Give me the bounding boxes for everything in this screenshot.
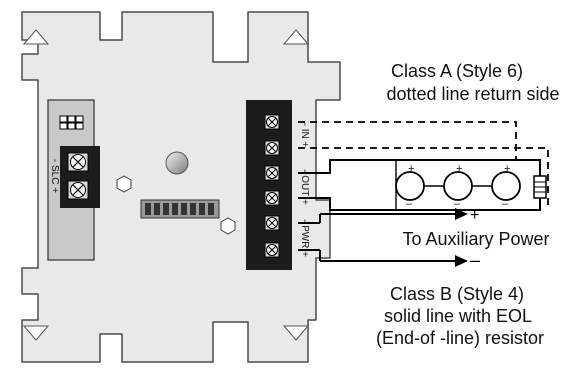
terminal-label-strip [292, 100, 308, 270]
terminal-screw-icon [264, 140, 280, 156]
resistor-bands [534, 181, 546, 193]
class-b-solid-wiring [298, 159, 541, 261]
plus-mark: + [504, 163, 510, 175]
minus-mark: – [454, 198, 461, 210]
class-a-dashed-wiring [298, 121, 549, 210]
slc-screw-icon [67, 152, 89, 172]
aux-power-label: To Auxiliary Power [402, 229, 550, 249]
slc-pin-header [59, 115, 84, 130]
class-a-title: Class A (Style 6) [390, 61, 524, 81]
terminal-screw-icon [264, 114, 280, 130]
plate-notch [22, 325, 50, 341]
dip-switch [140, 199, 220, 219]
terminal-screw-icon [264, 165, 280, 181]
appliance-links [395, 160, 492, 210]
led-icon [165, 151, 189, 175]
hex-standoff-icon [116, 175, 132, 193]
notification-appliance-icon [491, 171, 521, 201]
slc-screw-icon [67, 180, 89, 200]
terminal-screw-icon [264, 242, 280, 258]
minus-mark: – [502, 198, 509, 210]
class-b-title: Class B (Style 4) [389, 284, 525, 304]
aux-minus-mark: – [470, 250, 480, 270]
aux-plus-mark: + [470, 207, 479, 224]
terminal-screw-icon [264, 215, 280, 231]
slc-label: - SLC + [49, 159, 60, 193]
in-terminal-label: - IN + [299, 123, 310, 148]
out-terminal-label: - OUT + [299, 169, 310, 205]
pwr-terminal-label: - PWR + [299, 219, 310, 257]
class-a-subtitle: dotted line return side [386, 84, 560, 104]
notification-appliance-icon [443, 171, 473, 201]
minus-mark: – [406, 198, 413, 210]
hex-standoff-icon [220, 217, 236, 235]
plate-notch [282, 325, 310, 341]
mounting-plate [21, 11, 341, 363]
aux-power-arrow-icon [320, 208, 468, 267]
plus-mark: + [408, 163, 414, 175]
class-b-line3: (End-of -line) resistor [375, 328, 545, 348]
plate-notch [282, 29, 310, 45]
terminal-screw-icon [264, 190, 280, 206]
plate-notch [22, 29, 50, 45]
plus-mark: + [456, 163, 462, 175]
notification-appliance-icon [395, 171, 425, 201]
class-b-line2: solid line with EOL [383, 306, 533, 326]
